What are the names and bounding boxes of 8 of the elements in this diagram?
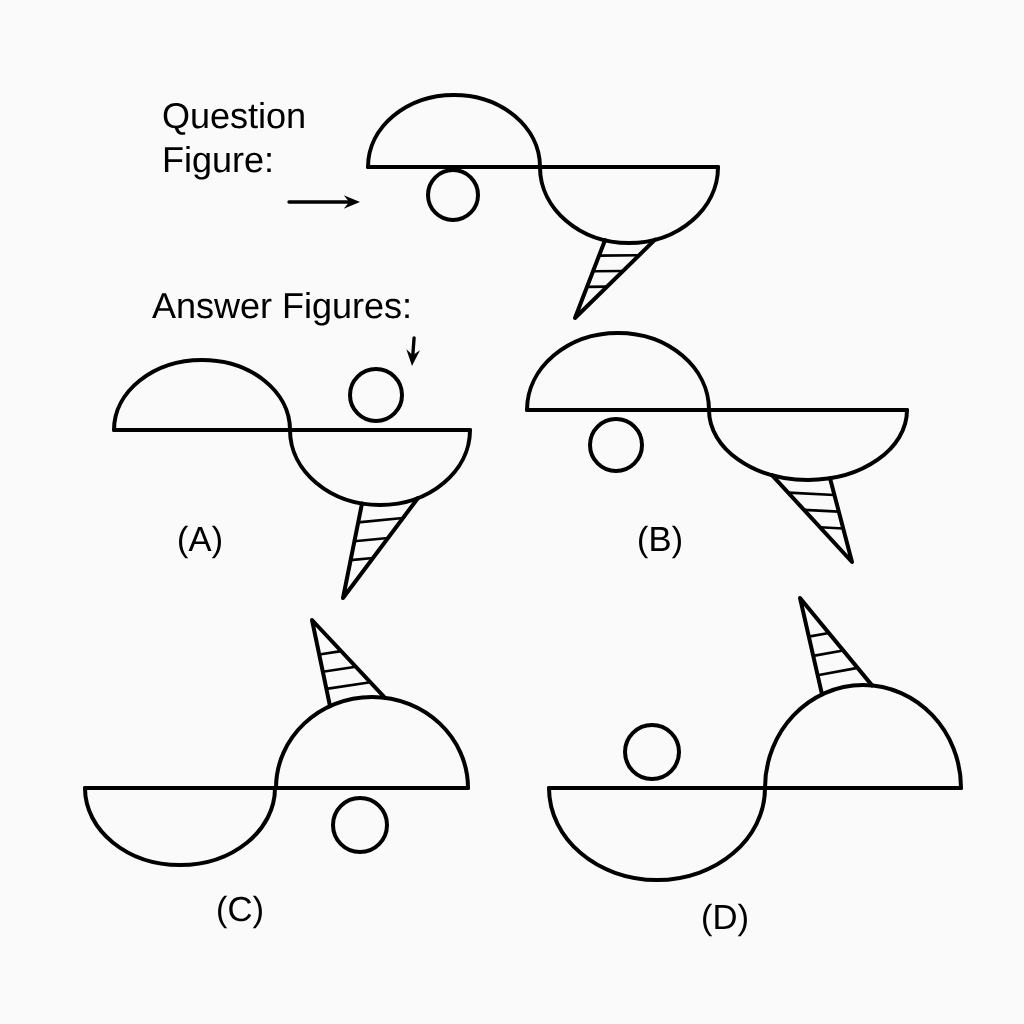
heading-text: Answer Figures: [152, 292, 409, 326]
figure-drawing [112, 358, 472, 600]
figure-drawing [547, 596, 963, 882]
figure-drawing [83, 618, 470, 867]
heading-text: Question Figure: [163, 102, 304, 180]
option-label: (A) [179, 525, 221, 559]
figure-drawing [525, 331, 909, 564]
option-label: (B) [639, 525, 681, 559]
